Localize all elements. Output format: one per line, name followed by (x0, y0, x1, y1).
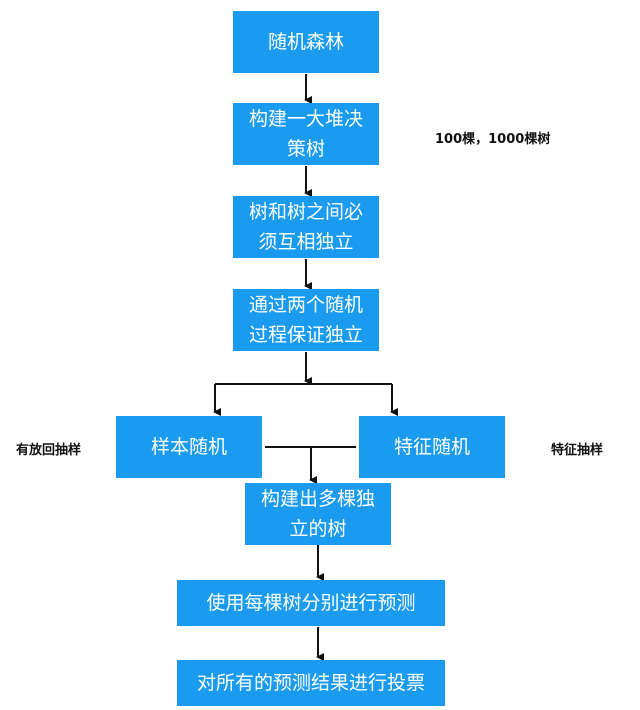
node-build-trees: 构建一大堆决 策树 (233, 103, 379, 165)
annotation-tree-count: 100棵，1000棵树 (435, 132, 551, 147)
node-random-forest-label: 随机森林 (267, 31, 344, 53)
node-feature-random-label: 特征随机 (393, 436, 470, 458)
node-predict-each-label: 使用每棵树分别进行预测 (206, 592, 416, 614)
node-sample-random-label: 样本随机 (150, 436, 227, 458)
annotation-feature-note: 特征抽样 (551, 443, 604, 458)
node-sample-random: 样本随机 (116, 416, 262, 478)
node-two-random-label: 通过两个随机 过程保证独立 (248, 294, 363, 346)
node-random-forest: 随机森林 (233, 11, 379, 73)
node-independent: 树和树之间必 须互相独立 (233, 196, 379, 258)
node-vote-label: 对所有的预测结果进行投票 (196, 672, 425, 694)
node-vote: 对所有的预测结果进行投票 (177, 660, 445, 706)
node-build-independent: 构建出多棵独 立的树 (245, 483, 391, 545)
node-feature-random: 特征随机 (359, 416, 505, 478)
node-two-random: 通过两个随机 过程保证独立 (233, 289, 379, 351)
node-build-independent-label: 构建出多棵独 立的树 (260, 488, 375, 540)
node-build-trees-label: 构建一大堆决 策树 (248, 108, 363, 160)
node-predict-each: 使用每棵树分别进行预测 (177, 580, 445, 626)
annotation-sample-note: 有放回抽样 (16, 443, 82, 458)
node-independent-label: 树和树之间必 须互相独立 (248, 201, 363, 253)
